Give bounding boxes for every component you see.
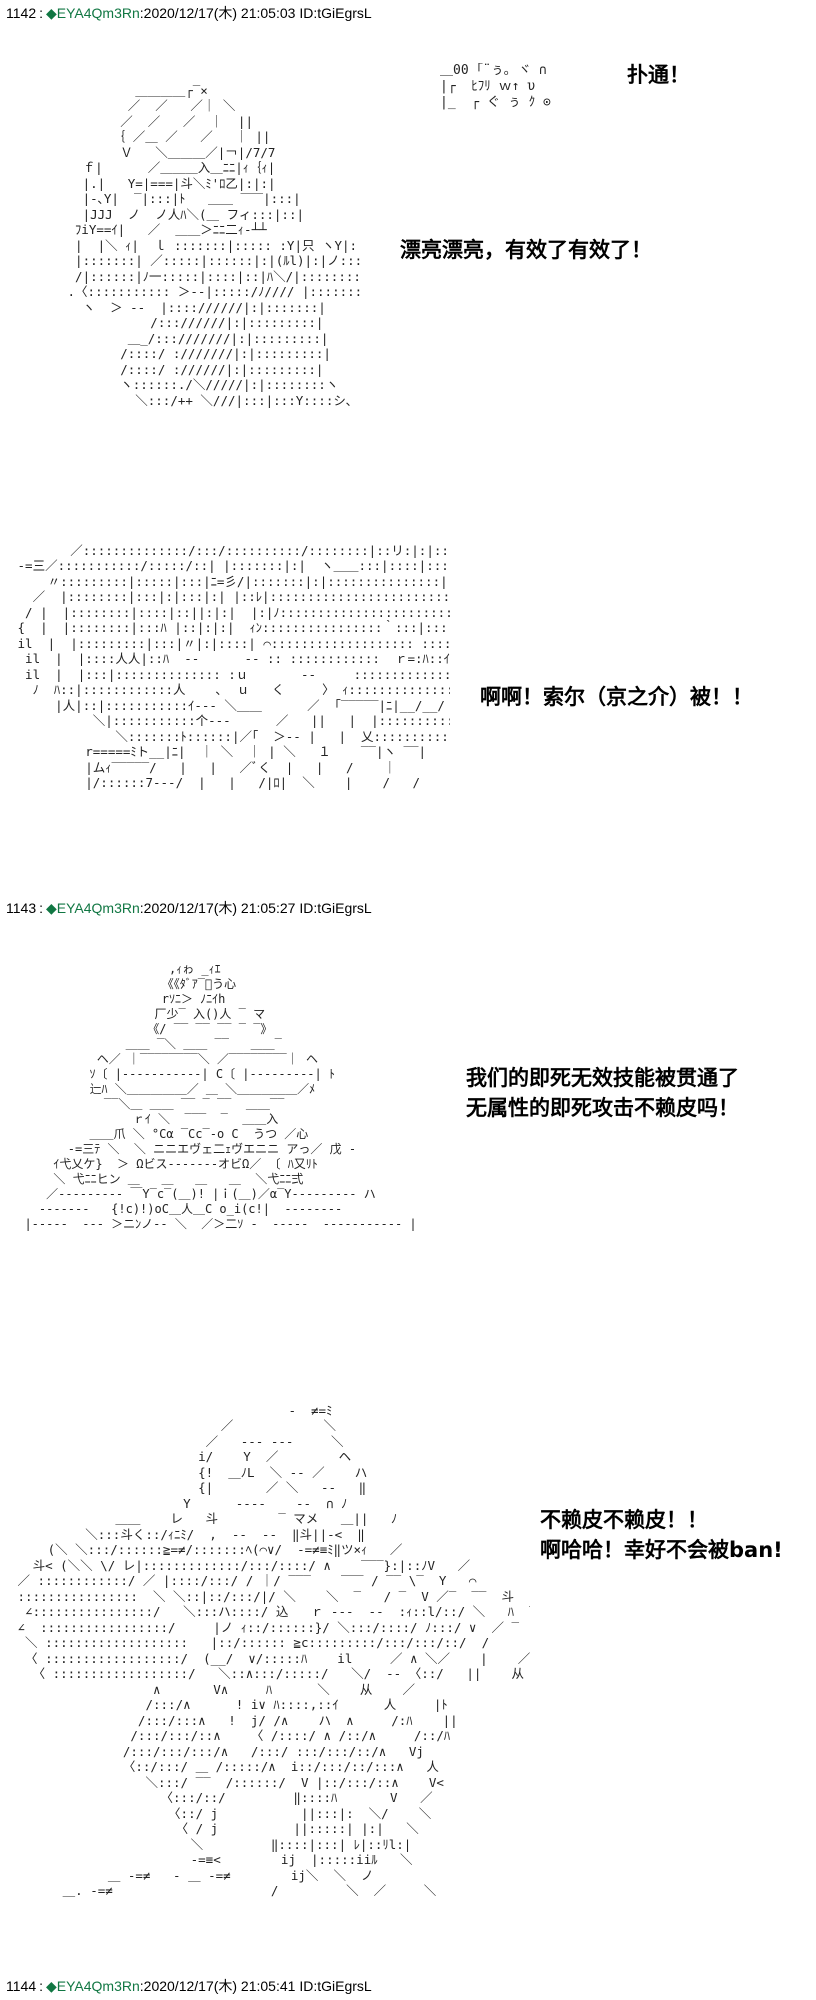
post-time: :2020/12/17(木) 21:05:27 xyxy=(139,900,296,916)
caption-sol-got-hit: 啊啊！索尔（京之介）被！！ xyxy=(480,685,753,709)
poster-trip[interactable]: ◆EYA4Qm3Rn xyxy=(46,1978,140,1994)
caption-instant-death-line2: 无属性的即死攻击不赖皮吗！ xyxy=(466,1096,739,1120)
post-time: :2020/12/17(木) 21:05:41 xyxy=(139,1978,296,1994)
poster-id: ID:tGiEgrsL xyxy=(299,900,372,916)
separator: : xyxy=(39,5,43,21)
ascii-art-panel-3: ,ｨゎ _ｨｴ 《《ﾀﾞｱ‾ﾞう心 rｿﾆ＞ ﾉﾆｲh 厂少‾ 入()人 ‾ マ… xyxy=(24,962,417,1231)
poster-id: ID:tGiEgrsL xyxy=(299,1978,372,1994)
caption-nice-effective: 漂亮漂亮，有效了有效了！ xyxy=(400,238,652,262)
separator: : xyxy=(39,1978,43,1994)
post-time: :2020/12/17(木) 21:05:03 xyxy=(139,5,296,21)
ascii-art-panel-2: ／::::::::::::::/:::/::::::::::/::::::::|… xyxy=(17,542,450,791)
sound-effect-text: ＿00 ｢¨ぅ｡ ヾ ∩ |┌ ﾋﾌﾘ ｗ↑ υ |_ ┌ ぐ ぅ ｸ ⊙ xyxy=(440,63,551,110)
post-header-1142: 1142:◆EYA4Qm3Rn:2020/12/17(木) 21:05:03 I… xyxy=(6,2,372,24)
poster-trip[interactable]: ◆EYA4Qm3Rn xyxy=(46,5,140,21)
separator: : xyxy=(39,900,43,916)
caption-instant-death-line1: 我们的即死无效技能被贯通了 xyxy=(466,1066,739,1090)
ascii-art-panel-1: ＿＿＿＿┌‾× ／ ／ ／｜ ＼ ／ ／ ／ ｜ || ｛ ／＿ ／ ／ ｜ |… xyxy=(67,82,360,408)
caption-not-cheating-line1: 不赖皮不赖皮！！ xyxy=(540,1508,708,1532)
poster-trip[interactable]: ◆EYA4Qm3Rn xyxy=(46,900,140,916)
post-number: 1142 xyxy=(6,5,37,21)
ascii-art-panel-4: ‐ ≠=ﾐ ／ ＼ ／ ‐‐‐ ‐‐‐ ＼ i/ Y ／ ヘ {! ＿ﾉL ＼ … xyxy=(17,1402,530,1899)
post-header-1143: 1143:◆EYA4Qm3Rn:2020/12/17(木) 21:05:27 I… xyxy=(6,897,372,919)
post-header-1144: 1144:◆EYA4Qm3Rn:2020/12/17(木) 21:05:41 I… xyxy=(6,1975,372,1997)
caption-not-cheating-line2: 啊哈哈！幸好不会被ban! xyxy=(540,1538,783,1562)
post-number: 1143 xyxy=(6,900,37,916)
poster-id: ID:tGiEgrsL xyxy=(299,5,372,21)
caption-plop: 扑通！ xyxy=(627,63,690,87)
post-number: 1144 xyxy=(6,1978,37,1994)
